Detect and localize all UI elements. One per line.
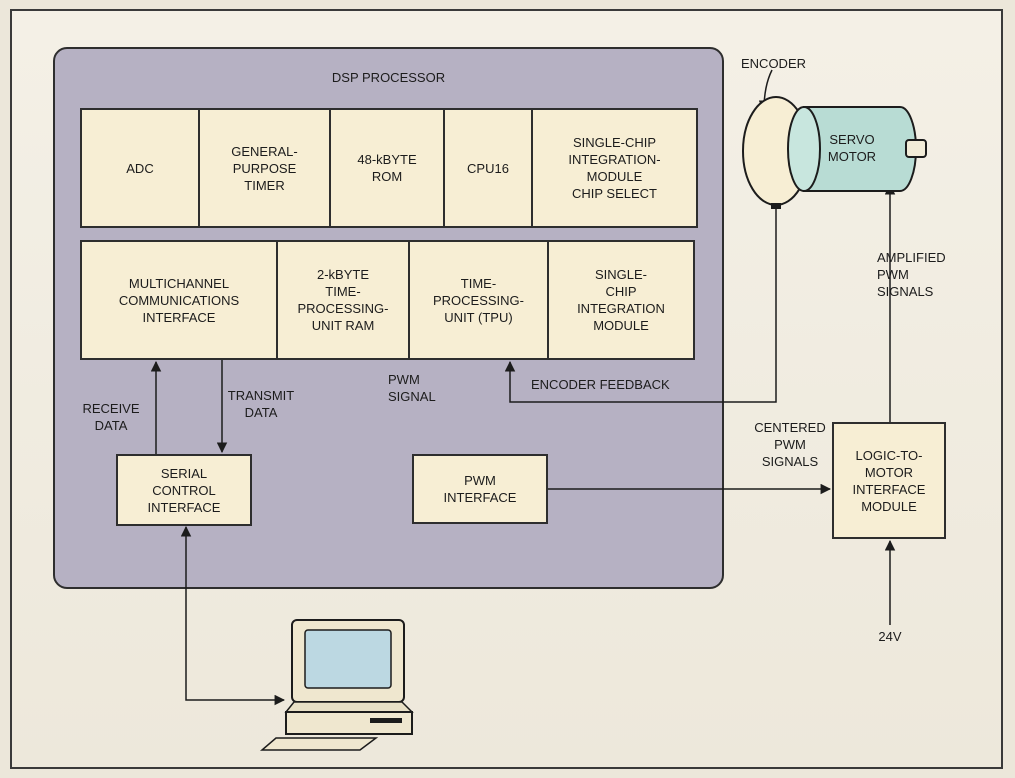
encoder-feedback-label: ENCODER FEEDBACK — [531, 376, 670, 393]
receive-data-label: RECEIVE DATA — [72, 400, 150, 434]
supply-voltage-label: 24V — [868, 628, 912, 645]
transmit-data-label: TRANSMIT DATA — [218, 387, 304, 421]
encoder-feedback-arrow — [510, 205, 776, 402]
encoder-label: ENCODER — [741, 55, 806, 72]
amplified-pwm-signals-label: AMPLIFIED PWM SIGNALS — [877, 249, 946, 300]
centered-pwm-signals-label: CENTERED PWM SIGNALS — [752, 419, 828, 470]
servo-motor-label: SERVO MOTOR — [808, 131, 896, 165]
pwm-signal-label: PWM SIGNAL — [388, 371, 436, 405]
computer-icon — [262, 620, 412, 750]
computer-link-arrow — [186, 527, 284, 700]
